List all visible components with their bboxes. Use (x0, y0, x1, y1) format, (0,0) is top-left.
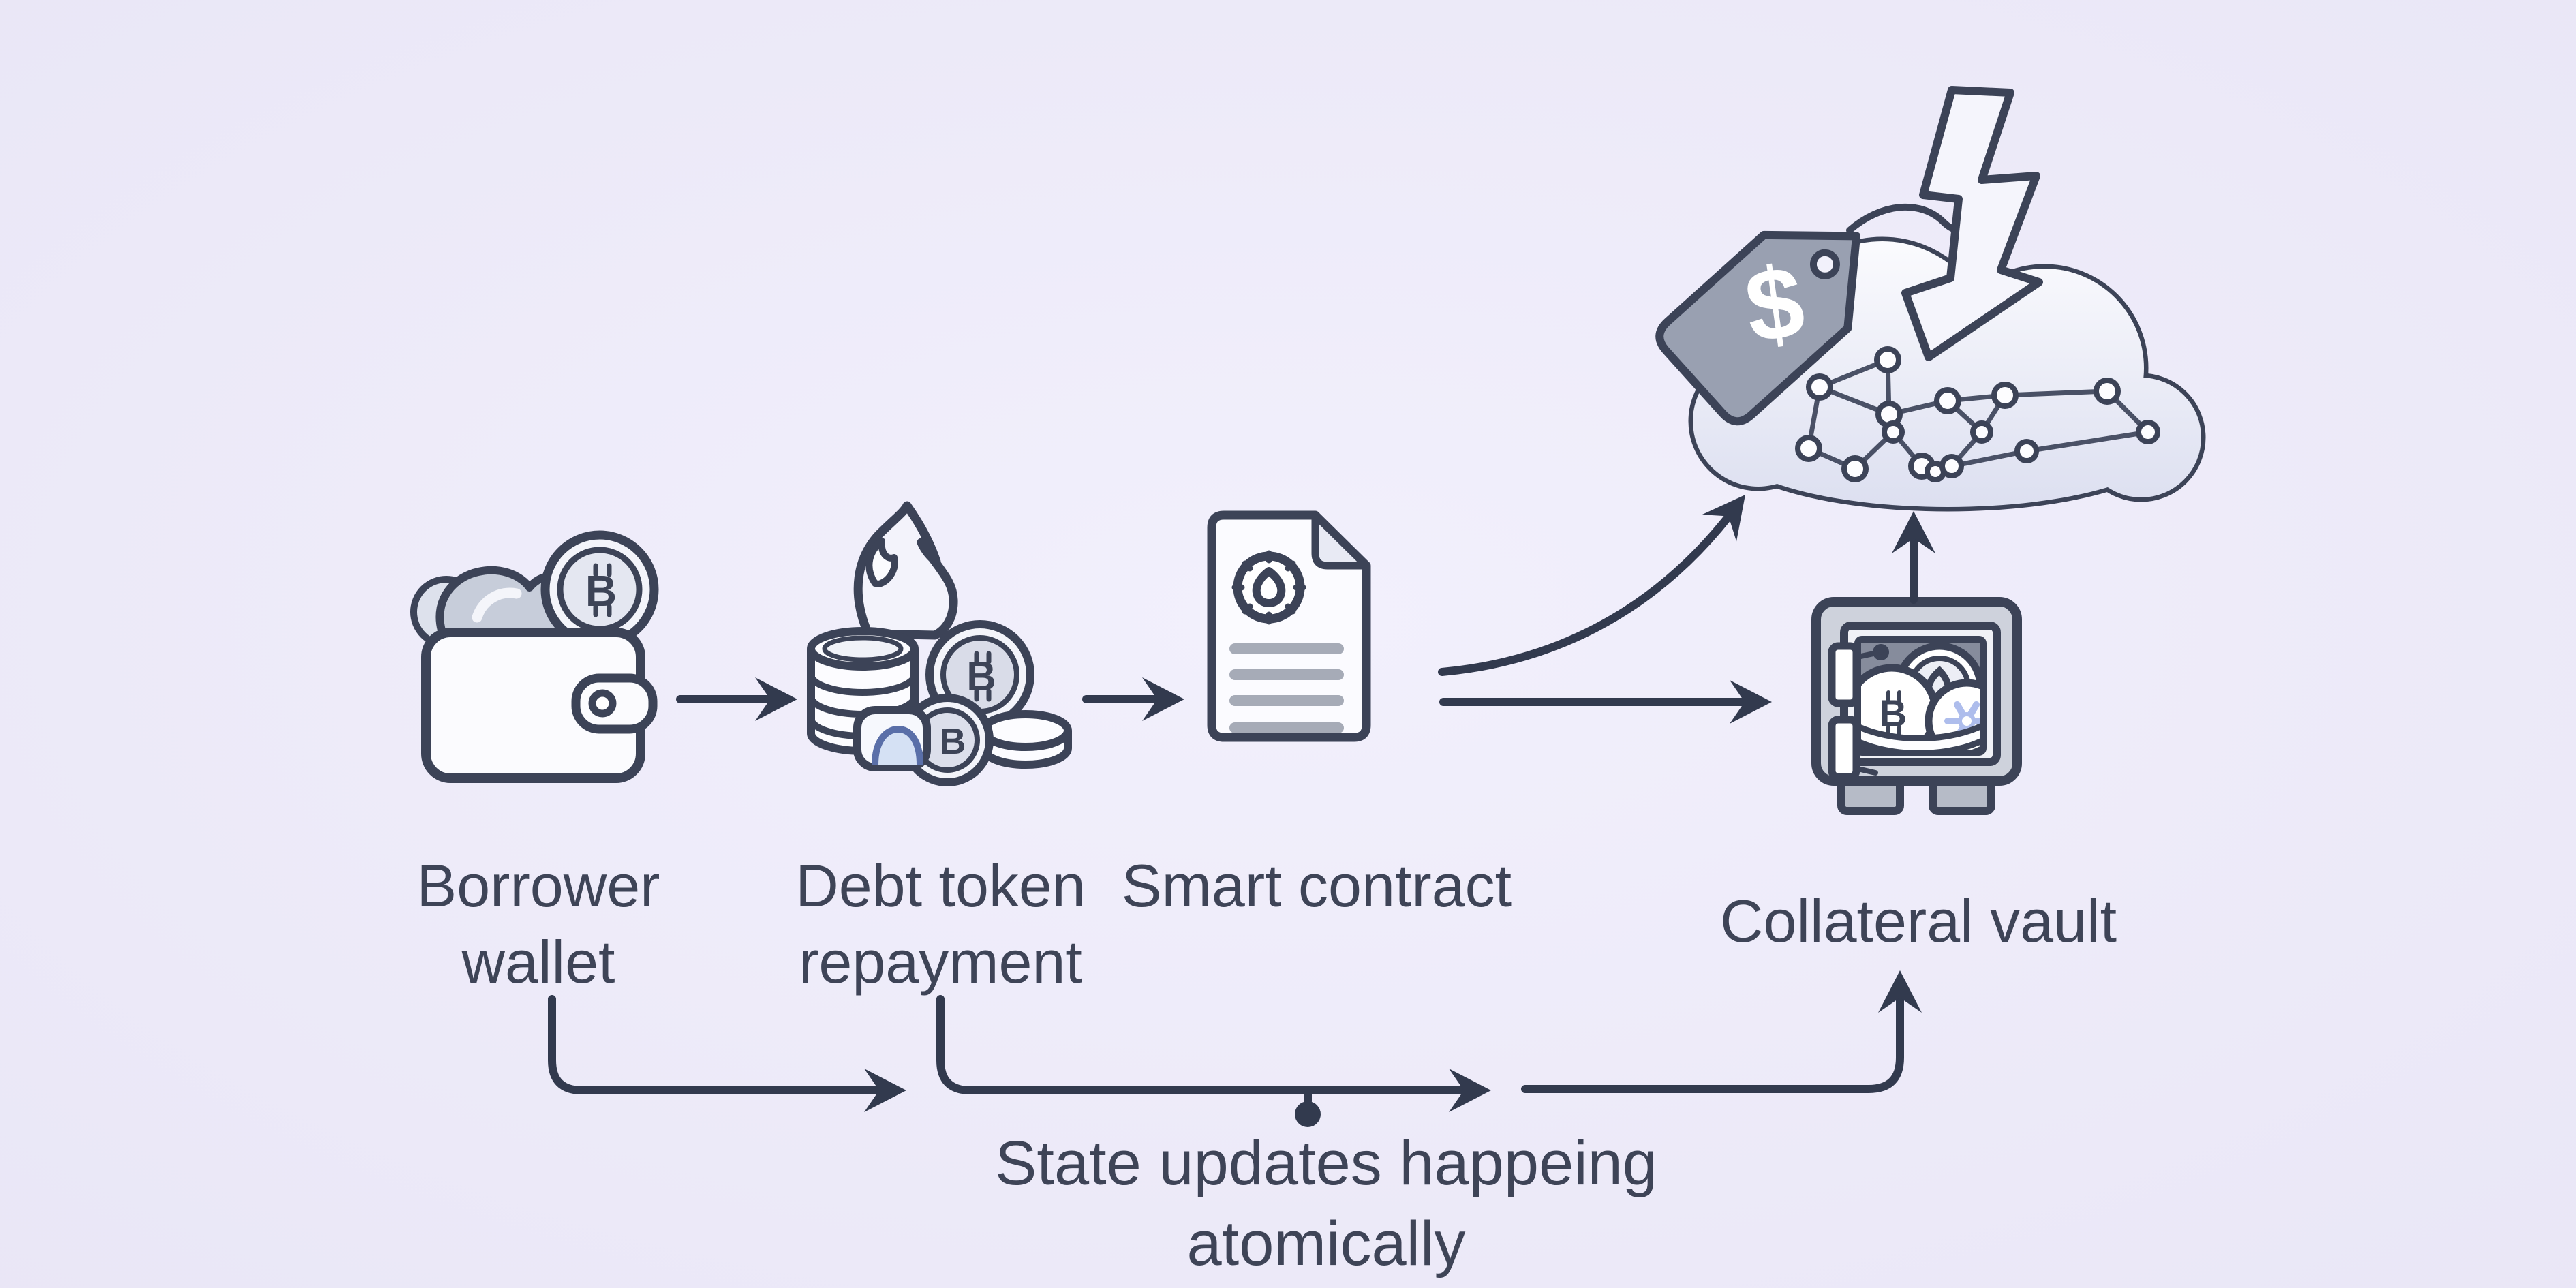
contract-document-icon (1207, 510, 1371, 742)
arrow-wallet-to-debt (676, 677, 797, 721)
sack-band-top (1861, 723, 1980, 750)
token-chip-icon (853, 706, 931, 771)
arrow-contract-to-vault (1439, 680, 1772, 724)
svg-text:B: B (585, 566, 617, 615)
label-debt-token-repayment: Debt token repayment (795, 852, 1086, 996)
arrow-vault-to-cloud (1892, 511, 1935, 604)
svg-text:B: B (1880, 692, 1907, 735)
wallet-icon: B (410, 530, 659, 783)
bitcoin-coin-icon: B (540, 530, 659, 649)
bottom-flow-to-vault-segment (1521, 970, 1922, 1093)
flame-inner-tongue (865, 538, 898, 587)
arrow-contract-to-cloud-curved (1438, 495, 1745, 676)
network-graph-icon (1795, 346, 2160, 482)
label-collateral-vault: Collateral vault (1720, 887, 2117, 955)
price-tag-icon (1655, 230, 1861, 426)
document-text-lines (1229, 643, 1344, 733)
vault-hinge-bottom (1828, 716, 1860, 781)
cloud-icon (1688, 236, 2206, 512)
tag-hole (1809, 249, 1840, 279)
svg-text:Borrower: Borrower (417, 852, 660, 919)
price-oracle-cloud: $ (1655, 86, 2206, 512)
timeline-node-dot (1295, 1086, 1321, 1127)
svg-text:B: B (966, 654, 996, 699)
gear-icon (1231, 550, 1306, 625)
lightning-bolt-icon (1901, 86, 2043, 361)
flat-coin-icon (979, 710, 1072, 769)
svg-text:repayment: repayment (799, 928, 1082, 996)
svg-text:wallet: wallet (461, 928, 615, 996)
bottom-flow-debt-segment (936, 995, 1491, 1112)
vault-safe-icon: B (1811, 597, 2022, 815)
svg-text:Debt token: Debt token (795, 852, 1086, 919)
label-borrower-wallet: Borrower wallet (417, 852, 660, 996)
svg-text:State updates happeing: State updates happeing (995, 1129, 1657, 1198)
vault-hinge-top (1828, 642, 1860, 707)
svg-text:B: B (940, 721, 966, 762)
document-fold (1311, 511, 1370, 570)
flame-burning-coins-icon: B B (807, 501, 1072, 786)
bottom-flow-wallet-segment (548, 995, 906, 1112)
clasp-hole (588, 689, 617, 718)
arrow-debt-to-contract (1082, 677, 1184, 721)
sack-band-bottom (1861, 746, 1980, 750)
svg-text:atomically: atomically (1186, 1209, 1465, 1278)
annotation-atomic-updates: State updates happeing atomically (995, 1129, 1657, 1278)
label-smart-contract: Smart contract (1122, 852, 1512, 919)
